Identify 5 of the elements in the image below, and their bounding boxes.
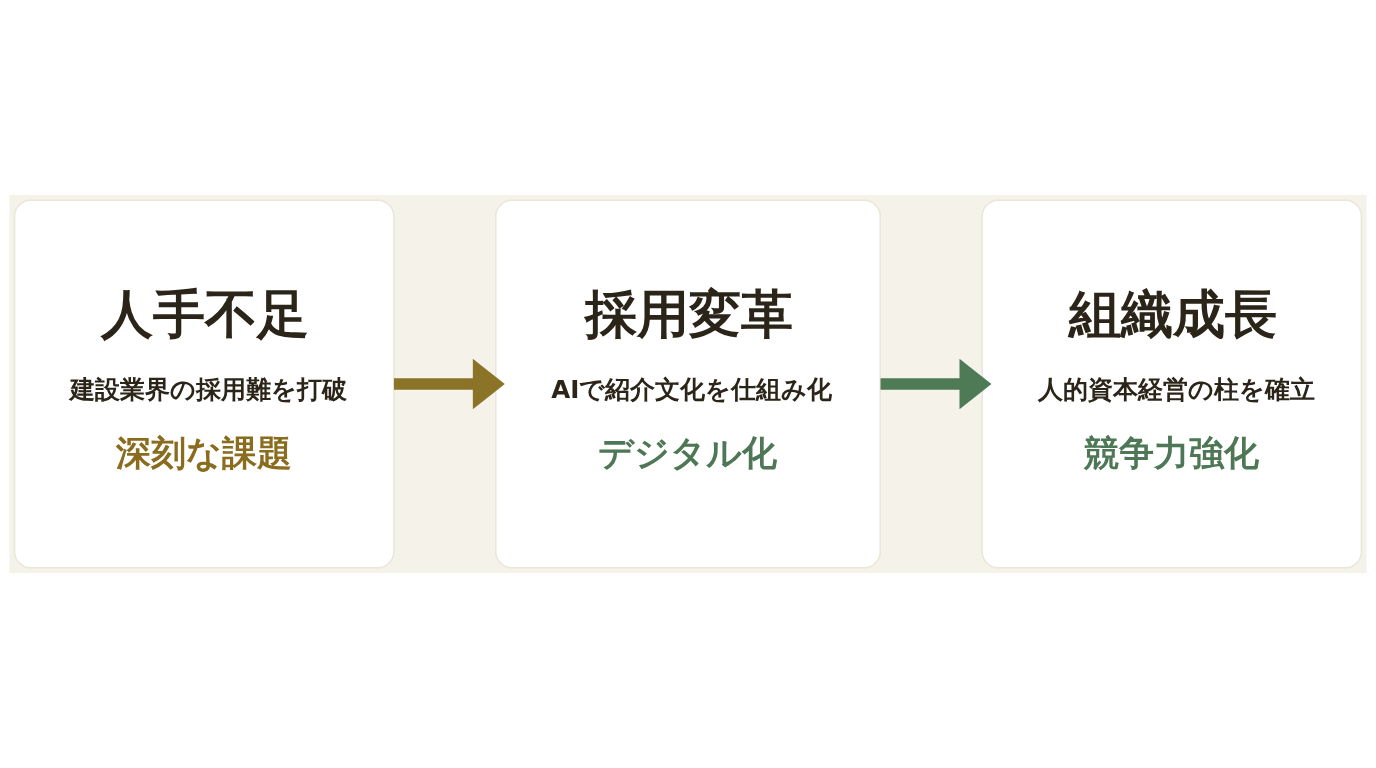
node-box: 人手不足 建設業界の採用難を打破 深刻な課題 — [13, 199, 395, 569]
node-box: 採用変革 AIで紹介文化を仕組み化 デジタル化 — [495, 199, 881, 569]
arrow — [393, 358, 505, 410]
node-box: 組織成長 人的資本経営の柱を確立 競争力強化 — [981, 199, 1363, 569]
arrow — [880, 358, 992, 410]
